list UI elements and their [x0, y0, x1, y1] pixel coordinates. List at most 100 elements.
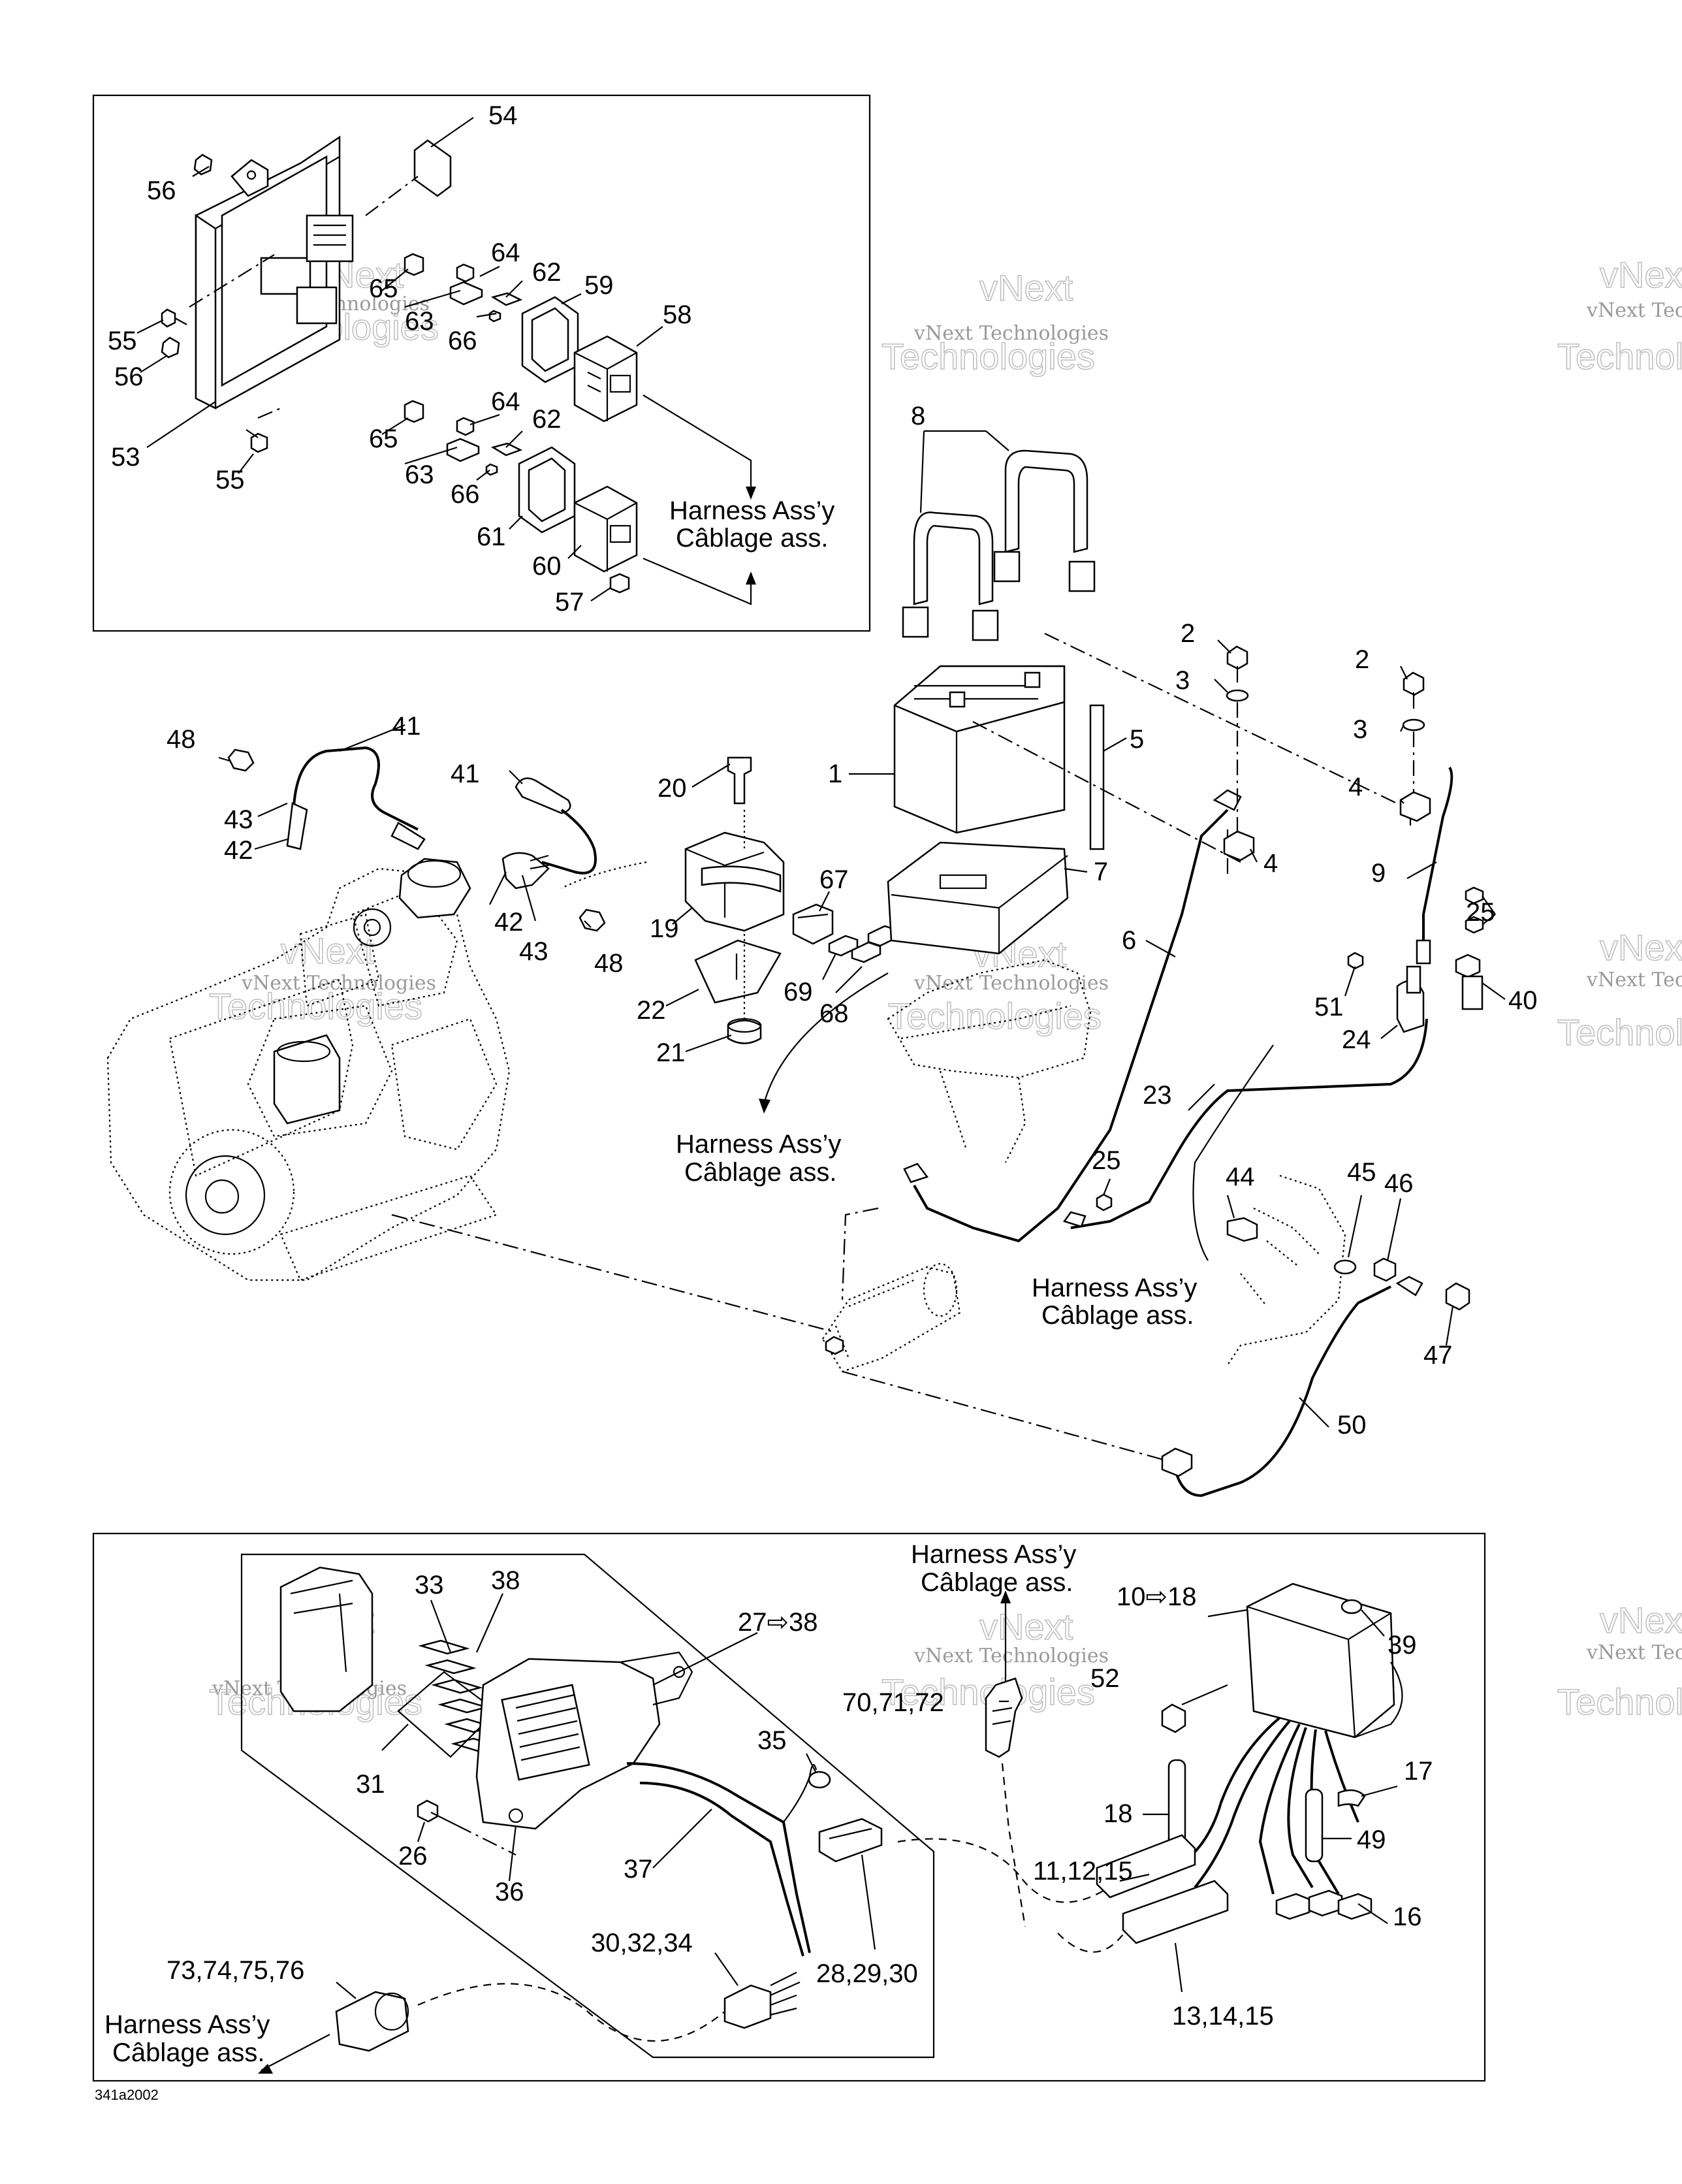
watermark-text: vNext Technologies: [241, 972, 436, 995]
fuse-box-assembly: [161, 135, 756, 605]
callout-3: 3: [1175, 666, 1190, 695]
callout-62: 62: [532, 405, 562, 434]
harness-label-line2: Câblage ass.: [1041, 1301, 1194, 1330]
callout-21: 21: [656, 1038, 686, 1067]
callout-19: 19: [650, 914, 679, 943]
callout-56: 56: [147, 176, 176, 205]
callout-42: 42: [224, 836, 253, 865]
callout-63: 63: [405, 460, 434, 489]
callout-66: 66: [451, 480, 480, 509]
middle-leaders: [218, 430, 1506, 1428]
callout-labels: 54 56 65 63 66 64 62 59 58 55 56 53 55 6…: [95, 101, 1538, 2103]
watermark-text: vNext: [979, 267, 1073, 308]
callout-50: 50: [1337, 1411, 1367, 1439]
callout-25: 25: [1466, 898, 1495, 927]
battery-terminal-hardware: [1096, 645, 1484, 1212]
watermark-text: vNext Technologies: [1586, 969, 1682, 991]
battery-assembly: [887, 449, 1411, 1163]
battery-cables: [841, 766, 1453, 1300]
callout-10-18: 10⇨18: [1117, 1582, 1197, 1611]
callout-3: 3: [1353, 715, 1367, 744]
callout-46: 46: [1384, 1169, 1414, 1198]
callout-27-38: 27⇨38: [738, 1608, 818, 1637]
watermark-text: vNext Technologies: [913, 1645, 1109, 1667]
callout-24: 24: [1342, 1025, 1371, 1054]
callout-4: 4: [1263, 849, 1278, 878]
callout-20: 20: [658, 774, 687, 803]
engine-assembly: [106, 858, 511, 1281]
callout-2: 2: [1181, 619, 1195, 648]
callout-26: 26: [398, 1842, 428, 1871]
callout-48: 48: [167, 725, 196, 754]
callout-73-74-75-76: 73,74,75,76: [167, 1956, 304, 1985]
callout-64: 64: [491, 387, 520, 416]
callout-55: 55: [215, 466, 245, 494]
callout-13-14-15: 13,14,15: [1172, 2002, 1274, 2031]
callout-70-71-72: 70,71,72: [842, 1688, 944, 1717]
callout-9: 9: [1371, 859, 1386, 888]
callout-17: 17: [1404, 1757, 1433, 1786]
callout-57: 57: [555, 588, 584, 617]
callout-49: 49: [1357, 1825, 1386, 1854]
harness-label-line2: Câblage ass.: [112, 2038, 264, 2067]
callout-6: 6: [1122, 926, 1136, 955]
watermark-text: vNext Technologies: [1586, 1641, 1682, 1664]
ground-cable-assembly: [1161, 1174, 1470, 1498]
fuse-box-leaders: [136, 117, 663, 602]
connector-67-assembly: [759, 903, 898, 1114]
callout-43: 43: [519, 937, 548, 966]
callout-56: 56: [114, 362, 144, 391]
callout-51: 51: [1314, 993, 1344, 1021]
watermark-text: vNext: [979, 1606, 1073, 1647]
watermark-text: vNext: [1600, 1599, 1682, 1641]
callout-41: 41: [392, 712, 421, 741]
callout-61: 61: [477, 522, 506, 551]
callout-23: 23: [1143, 1081, 1172, 1110]
starter-motor: [391, 1213, 1176, 1464]
callout-18: 18: [1103, 1799, 1133, 1828]
callout-8: 8: [911, 402, 925, 430]
watermark-text: vNext Technologies: [913, 322, 1109, 345]
harness-label-line2: Câblage ass.: [684, 1158, 836, 1187]
harness-label-line1: Harness Ass’y: [669, 496, 834, 525]
callout-65: 65: [369, 274, 398, 303]
watermark-text: vNext: [1600, 254, 1682, 295]
callout-62: 62: [532, 258, 562, 287]
callout-68: 68: [819, 999, 849, 1028]
callout-11-12-15: 11,12,15: [1033, 1857, 1133, 1886]
cdi-harness-inset-frame: [92, 1532, 1486, 2082]
watermark-text: vNext: [281, 930, 375, 971]
callout-42: 42: [494, 908, 524, 937]
watermark-text: Technologies: [881, 336, 1095, 377]
watermark-text: vNext: [1600, 927, 1682, 968]
callout-28-29-30: 28,29,30: [816, 1959, 918, 1988]
callout-55: 55: [108, 327, 137, 355]
harness-label-line1: Harness Ass’y: [911, 1540, 1076, 1569]
callout-4: 4: [1348, 773, 1363, 801]
callout-35: 35: [757, 1726, 787, 1755]
watermark-text: vNext Technologies: [1586, 299, 1682, 322]
callout-65: 65: [369, 425, 398, 453]
watermark-text: Technologies: [1557, 1681, 1682, 1722]
drawing-code: 341a2002: [95, 2087, 159, 2103]
harness-label-line2: Câblage ass.: [921, 1568, 1073, 1597]
callout-39: 39: [1388, 1631, 1417, 1660]
callout-60: 60: [532, 552, 562, 581]
callout-41: 41: [451, 760, 480, 788]
watermark-text: Technologies: [209, 986, 422, 1027]
callout-66: 66: [448, 327, 477, 355]
callout-37: 37: [624, 1855, 653, 1884]
callout-40: 40: [1508, 986, 1538, 1015]
harness-label-line2: Câblage ass.: [676, 524, 828, 553]
callout-38: 38: [491, 1566, 520, 1595]
cdi-harness-assembly: [240, 1553, 1403, 2074]
ignition-coil-assembly: [227, 748, 785, 1044]
bottom-leaders: [336, 1593, 1398, 1999]
callout-25: 25: [1092, 1146, 1121, 1175]
callout-33: 33: [415, 1571, 444, 1599]
fuse-box-inset-frame: [92, 94, 871, 632]
callout-63: 63: [405, 307, 434, 336]
spark-plug-wires: [286, 746, 647, 890]
watermark-text: Technologies: [1557, 336, 1682, 377]
callout-48: 48: [594, 949, 624, 978]
